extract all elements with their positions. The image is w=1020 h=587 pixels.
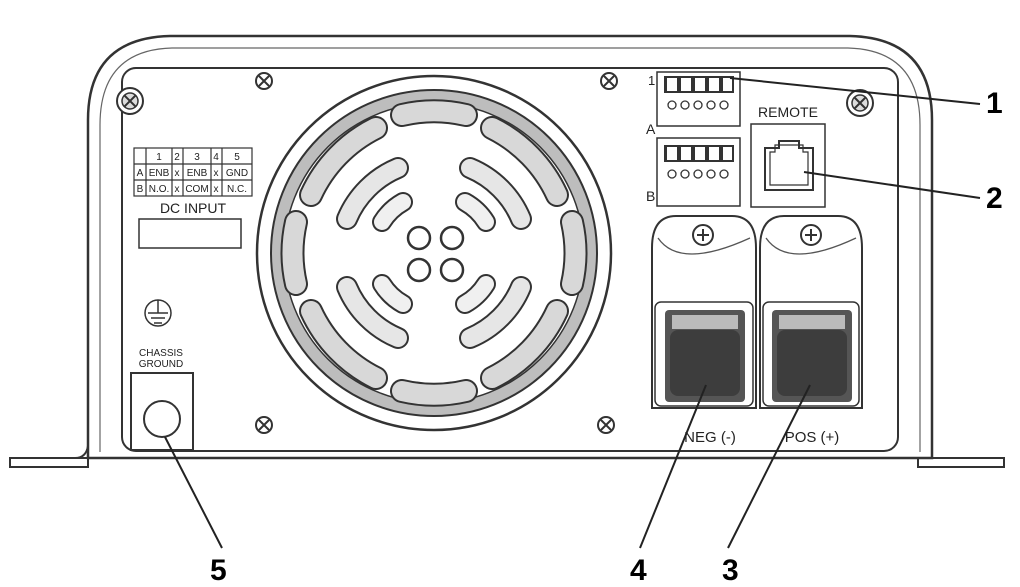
terminal-row-a-2: x bbox=[175, 168, 180, 179]
terminal-row-b-1: N.O. bbox=[149, 184, 170, 195]
terminal-row-b-5: N.C. bbox=[227, 184, 247, 195]
screw-icon bbox=[597, 416, 615, 434]
terminal-row-b-2: x bbox=[175, 184, 180, 195]
terminal-row-a-label: A bbox=[137, 168, 144, 179]
fan-grille bbox=[255, 74, 613, 432]
screw-icon bbox=[116, 87, 144, 115]
terminal-header-3: 3 bbox=[194, 152, 200, 163]
connector-1-label: 1 bbox=[648, 73, 655, 88]
callout-2: 2 bbox=[986, 182, 1003, 215]
callout-5: 5 bbox=[210, 554, 227, 587]
callout-3: 3 bbox=[722, 554, 739, 587]
callout-lines bbox=[164, 77, 981, 549]
terminal-row-a-1: ENB bbox=[149, 168, 170, 179]
remote-label: REMOTE bbox=[758, 104, 818, 120]
chassis-ground-stud bbox=[143, 400, 181, 438]
neg-label: NEG (-) bbox=[684, 429, 736, 446]
connector-block-b bbox=[656, 137, 741, 207]
terminal-header-5: 5 bbox=[234, 152, 240, 163]
pos-label: POS (+) bbox=[785, 429, 840, 446]
pos-terminal-cover bbox=[759, 215, 863, 409]
neg-terminal-cover bbox=[651, 215, 757, 409]
screw-icon bbox=[846, 89, 874, 117]
terminal-row-b-3: COM bbox=[185, 184, 208, 195]
dc-input-terminal-table bbox=[133, 147, 253, 197]
terminal-header-1: 1 bbox=[156, 152, 162, 163]
connector-a-label: A bbox=[646, 121, 656, 137]
dc-input-plate bbox=[138, 218, 242, 249]
dc-input-label: DC INPUT bbox=[160, 200, 227, 216]
chassis-ground-label-line2: GROUND bbox=[139, 359, 183, 370]
callout-1: 1 bbox=[986, 87, 1003, 120]
remote-port bbox=[750, 123, 826, 208]
connector-b-label: B bbox=[646, 188, 655, 204]
connector-block-a bbox=[656, 71, 741, 127]
chassis-ground-label-line1: CHASSIS bbox=[139, 348, 183, 359]
terminal-row-b-label: B bbox=[137, 184, 144, 195]
terminal-row-a-5: GND bbox=[226, 168, 248, 179]
terminal-header-4: 4 bbox=[213, 152, 219, 163]
housing-inner-shell bbox=[99, 47, 921, 452]
terminal-row-a-4: x bbox=[214, 168, 219, 179]
mounting-flange-right bbox=[917, 457, 1005, 468]
terminal-header-2: 2 bbox=[174, 152, 180, 163]
terminal-row-b-4: x bbox=[214, 184, 219, 195]
mounting-flange-left bbox=[9, 440, 89, 468]
screw-icon bbox=[600, 72, 618, 90]
ground-symbol-icon bbox=[144, 299, 172, 327]
screw-icon bbox=[255, 416, 273, 434]
screw-icon bbox=[255, 72, 273, 90]
terminal-row-a-3: ENB bbox=[187, 168, 208, 179]
callout-4: 4 bbox=[630, 554, 647, 587]
